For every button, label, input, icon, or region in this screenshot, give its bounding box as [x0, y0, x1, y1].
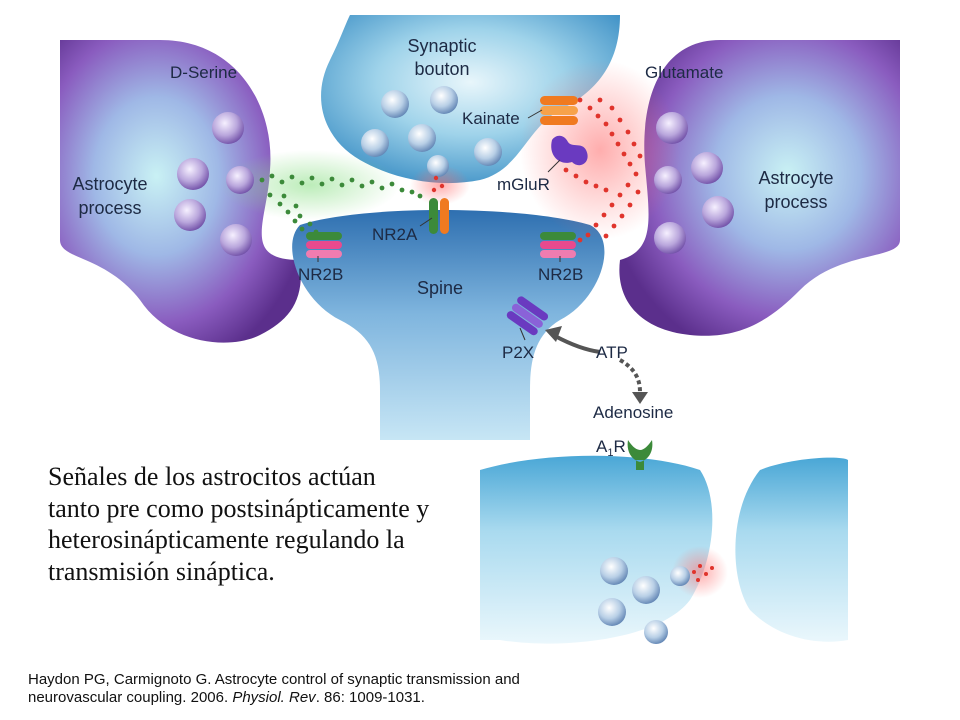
caption-line: transmisión sináptica.: [48, 556, 275, 586]
lower-release-dots: [692, 564, 714, 582]
citation-post: . 86: 1009-1031.: [315, 689, 425, 706]
label-astrocyte-right-2: process: [764, 192, 827, 212]
adenosine-arrowhead: [632, 392, 648, 404]
label-nr2b-right: NR2B: [538, 265, 583, 284]
release-glow: [410, 165, 470, 205]
label-nr2a: NR2A: [372, 225, 418, 244]
label-glutamate: Glutamate: [645, 63, 723, 82]
citation: Haydon PG, Carmignoto G. Astrocyte contr…: [28, 671, 728, 707]
leader-lines: [317, 109, 561, 341]
atp-arrowhead: [545, 326, 562, 342]
nr2a-receptor: [429, 198, 449, 234]
citation-journal: Physiol. Rev: [232, 689, 316, 706]
a1r-receptor: [627, 440, 653, 470]
astrocyte-right-vesicles: [654, 112, 734, 254]
caption-line: Señales de los astrocitos actúan: [48, 462, 376, 491]
lower-terminal-right: [735, 457, 848, 642]
astrocyte-right: [619, 40, 900, 336]
astrocyte-left-vesicles: [174, 112, 254, 256]
label-synaptic-bouton-2: bouton: [414, 59, 469, 79]
label-a1r: A1R: [596, 437, 626, 459]
glutamate-dots: [431, 97, 643, 243]
label-adenosine: Adenosine: [593, 403, 673, 422]
citation-line-2: neurovascular coupling. 2006. Physiol. R…: [28, 689, 728, 707]
label-a1r-main: A: [596, 437, 608, 456]
nr2b-left-receptor: [306, 232, 342, 258]
synaptic-bouton: [321, 15, 620, 184]
label-astrocyte-left-2: process: [78, 198, 141, 218]
caption: Señales de los astrocitos actúan tanto p…: [48, 461, 528, 587]
label-spine: Spine: [417, 278, 463, 298]
label-astrocyte-right-1: Astrocyte: [758, 168, 833, 188]
d-serine-dots: [259, 173, 423, 239]
citation-pre: neurovascular coupling. 2006.: [28, 689, 233, 706]
label-kainate: Kainate: [462, 109, 520, 128]
kainate-receptor: [540, 96, 578, 125]
d-serine-glow: [220, 150, 400, 220]
mglur-receptor: [551, 135, 588, 166]
bouton-vesicles: [361, 86, 502, 177]
citation-line-1: Haydon PG, Carmignoto G. Astrocyte contr…: [28, 671, 520, 688]
atp-arrow: [554, 334, 601, 354]
astrocyte-left: [60, 40, 301, 343]
label-d-serine: D-Serine: [170, 63, 237, 82]
label-a1r-sub: 1: [607, 447, 613, 459]
caption-line: heterosinápticamente regulando la: [48, 525, 405, 554]
label-p2x: P2X: [502, 343, 534, 362]
adenosine-arrow: [618, 358, 642, 393]
label-a1r-end: R: [613, 437, 625, 456]
caption-line: tanto pre como postsinápticamente y: [48, 493, 430, 523]
dendritic-spine: [292, 210, 605, 440]
lower-vesicles: [598, 557, 690, 644]
lower-glow: [672, 546, 728, 598]
glutamate-glow: [520, 60, 680, 240]
nr2b-right-receptor: [540, 232, 576, 258]
label-synaptic-bouton-1: Synaptic: [407, 36, 476, 56]
label-astrocyte-left-1: Astrocyte: [72, 174, 147, 194]
label-mglur: mGluR: [497, 175, 550, 194]
p2x-receptor: [506, 296, 549, 336]
label-atp: ATP: [596, 343, 628, 362]
label-nr2b-left: NR2B: [298, 265, 343, 284]
